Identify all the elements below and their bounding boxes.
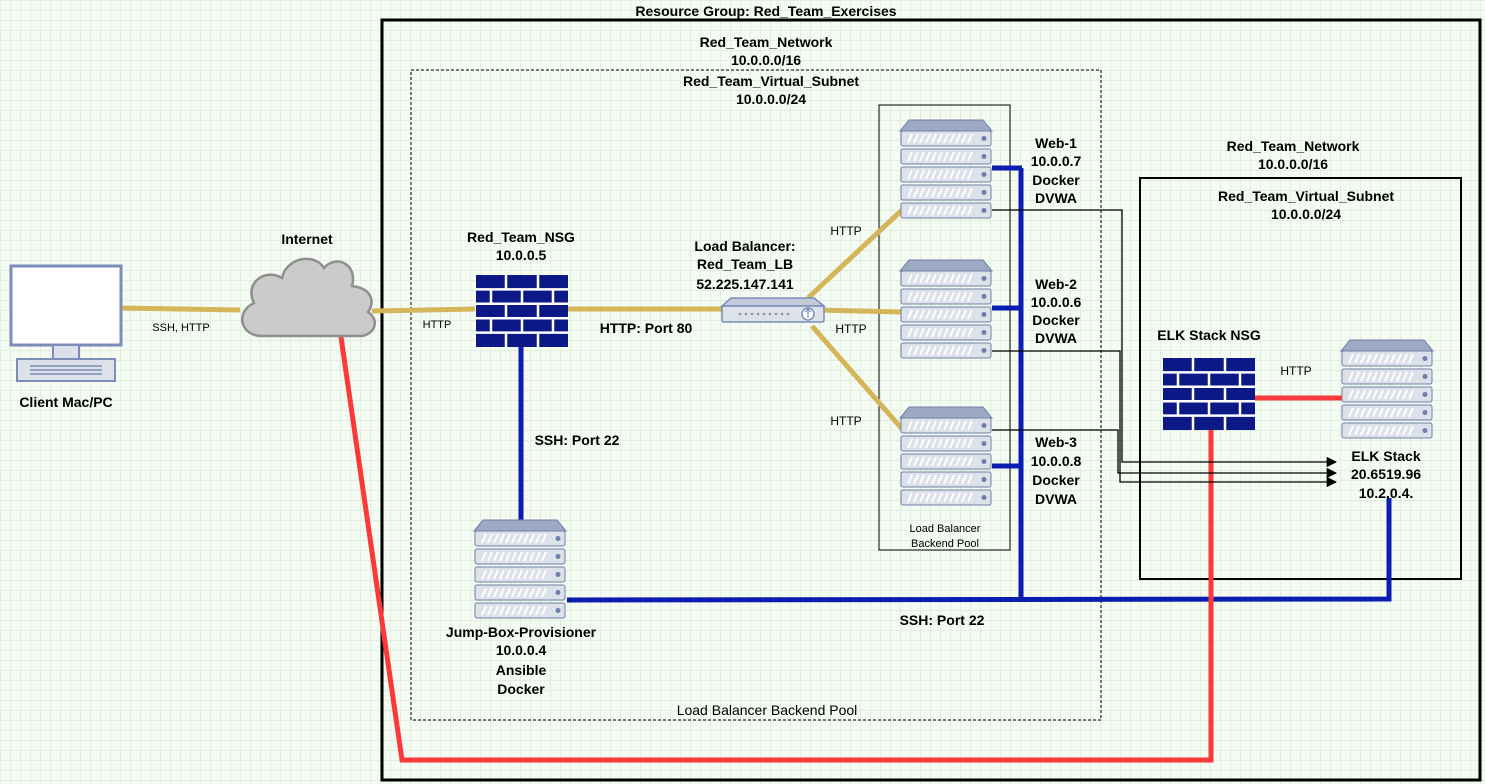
jumpbox-tool-1: Ansible bbox=[496, 662, 547, 678]
main-subnet-name: Red_Team_Virtual_Subnet bbox=[683, 73, 859, 89]
link-label-elk-nsg-elk: HTTP bbox=[1280, 364, 1311, 378]
elk-network-cidr: 10.0.0.0/16 bbox=[1258, 156, 1328, 172]
firewall-icon-elk bbox=[1161, 356, 1257, 432]
lb-label-1: Load Balancer: bbox=[694, 238, 795, 254]
link-label-client-internet: SSH, HTTP bbox=[152, 322, 209, 334]
link-lb-web3 bbox=[810, 324, 905, 432]
web-1-tool-2: DVWA bbox=[1035, 190, 1077, 206]
backend-pool-box bbox=[878, 104, 1011, 551]
server-icon-web-2 bbox=[899, 259, 993, 359]
server-icon-web-1 bbox=[899, 119, 993, 219]
web-3-ip: 10.0.0.8 bbox=[1031, 453, 1082, 469]
link-label-lb-web2: HTTP bbox=[835, 322, 866, 336]
link-internet-elk-nsg bbox=[338, 336, 1214, 763]
main-network-cidr: 10.0.0.0/16 bbox=[731, 52, 801, 68]
main-subnet-box bbox=[410, 69, 1102, 721]
link-label-nsg-lb: HTTP: Port 80 bbox=[600, 320, 693, 336]
link-ssh-bus bbox=[566, 498, 1392, 603]
web-1-tool-1: Docker bbox=[1032, 172, 1080, 188]
beat-web1-elk bbox=[992, 209, 1338, 468]
resource-group-label: Resource Group: Red_Team_Exercises bbox=[635, 3, 896, 19]
elk-network-box bbox=[1139, 177, 1462, 580]
elk-ip-1: 20.6519.96 bbox=[1351, 466, 1421, 482]
firewall-icon bbox=[474, 273, 570, 349]
jumpbox-name: Jump-Box-Provisioner bbox=[446, 624, 597, 640]
beat-web3-elk bbox=[992, 429, 1338, 479]
web-2-tool-2: DVWA bbox=[1035, 330, 1077, 346]
web-2-tool-1: Docker bbox=[1032, 312, 1080, 328]
client-label: Client Mac/PC bbox=[19, 394, 112, 410]
elk-nsg-label: ELK Stack NSG bbox=[1157, 327, 1261, 343]
web-3-tool-1: Docker bbox=[1032, 472, 1080, 488]
web-3-tool-2: DVWA bbox=[1035, 491, 1077, 507]
nsg-name: Red_Team_NSG bbox=[467, 229, 575, 245]
beat-web2-elk bbox=[992, 350, 1338, 488]
link-label-internet-nsg: HTTP bbox=[423, 319, 452, 331]
web-3-name: Web-3 bbox=[1035, 434, 1077, 450]
backend-pool-label-2: Backend Pool bbox=[911, 538, 979, 550]
load-balancer-icon bbox=[720, 297, 827, 323]
web-2-name: Web-2 bbox=[1035, 276, 1077, 292]
jumpbox-tool-2: Docker bbox=[497, 681, 545, 697]
web-1-name: Web-1 bbox=[1035, 135, 1077, 151]
jumpbox-ip: 10.0.0.4 bbox=[496, 642, 547, 658]
web-2-ip: 10.0.0.6 bbox=[1031, 294, 1082, 310]
elk-subnet-cidr: 10.0.0.0/24 bbox=[1271, 206, 1341, 222]
main-network-name: Red_Team_Network bbox=[700, 34, 833, 50]
backend-pool-footer: Load Balancer Backend Pool bbox=[677, 702, 858, 718]
computer-icon bbox=[9, 264, 123, 382]
link-lb-web1 bbox=[806, 208, 904, 300]
elk-ip-2: 10.2.0.4. bbox=[1359, 485, 1414, 501]
main-subnet-cidr: 10.0.0.0/24 bbox=[736, 91, 806, 107]
server-icon-elk bbox=[1340, 339, 1434, 439]
web-1-ip: 10.0.0.7 bbox=[1031, 153, 1082, 169]
elk-network-name: Red_Team_Network bbox=[1227, 138, 1360, 154]
link-client-internet bbox=[120, 305, 241, 313]
link-label-ssh-bus: SSH: Port 22 bbox=[900, 612, 985, 628]
link-label-nsg-jump: SSH: Port 22 bbox=[535, 432, 620, 448]
server-icon-jump-box bbox=[473, 519, 567, 619]
backend-pool-label-1: Load Balancer bbox=[910, 523, 981, 535]
link-label-lb-web3: HTTP bbox=[830, 414, 861, 428]
lb-ip: 52.225.147.141 bbox=[696, 276, 794, 292]
internet-label: Internet bbox=[281, 231, 333, 247]
link-lb-web2 bbox=[817, 307, 903, 315]
resource-group-box bbox=[380, 18, 1482, 782]
elk-name: ELK Stack bbox=[1351, 448, 1420, 464]
lb-label-2: Red_Team_LB bbox=[697, 256, 793, 272]
server-icon-web-3 bbox=[899, 406, 993, 506]
link-label-lb-web1: HTTP bbox=[830, 224, 861, 238]
link-internet-nsg bbox=[371, 306, 476, 314]
elk-subnet-name: Red_Team_Virtual_Subnet bbox=[1218, 188, 1394, 204]
nsg-ip: 10.0.0.5 bbox=[496, 247, 547, 263]
cloud-icon bbox=[241, 257, 377, 338]
